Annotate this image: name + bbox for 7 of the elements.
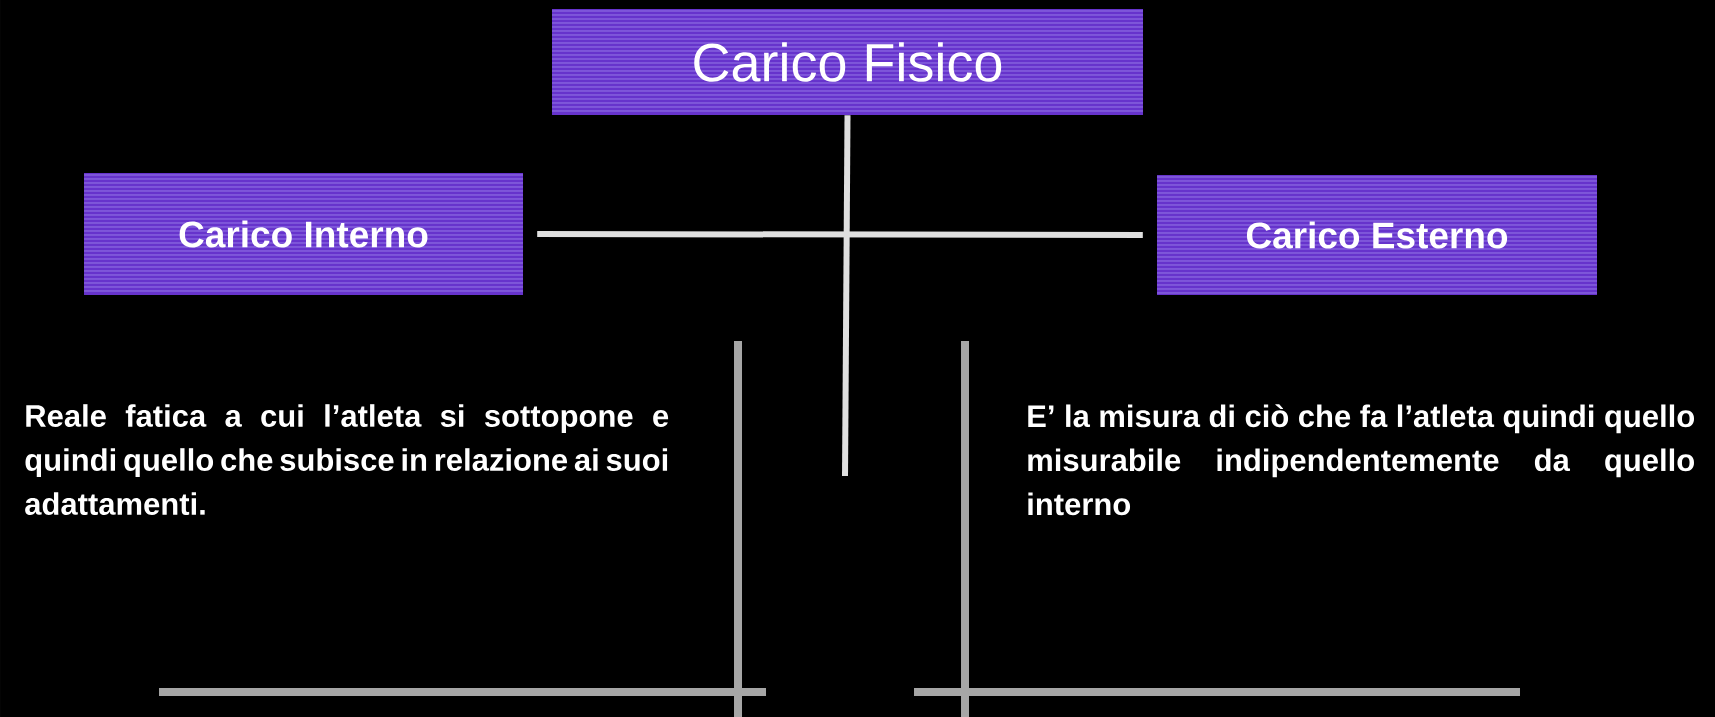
title-box: Carico Fisico: [551, 9, 1144, 115]
connector-line: [537, 231, 1143, 238]
description-text: Reale fatica a cui l’atleta si sottopone e quindi quello che subisce in relazione ai suoi adattamenti.: [25, 404, 669, 515]
category-box: Carico Interno: [83, 173, 524, 295]
category-box: Carico Esterno: [1156, 175, 1598, 295]
connector-line: [842, 115, 851, 477]
description-text: E’ la misura di ciò che fa l’atleta quindi quello misurabile indipendentemente da quello interno: [1028, 404, 1694, 516]
